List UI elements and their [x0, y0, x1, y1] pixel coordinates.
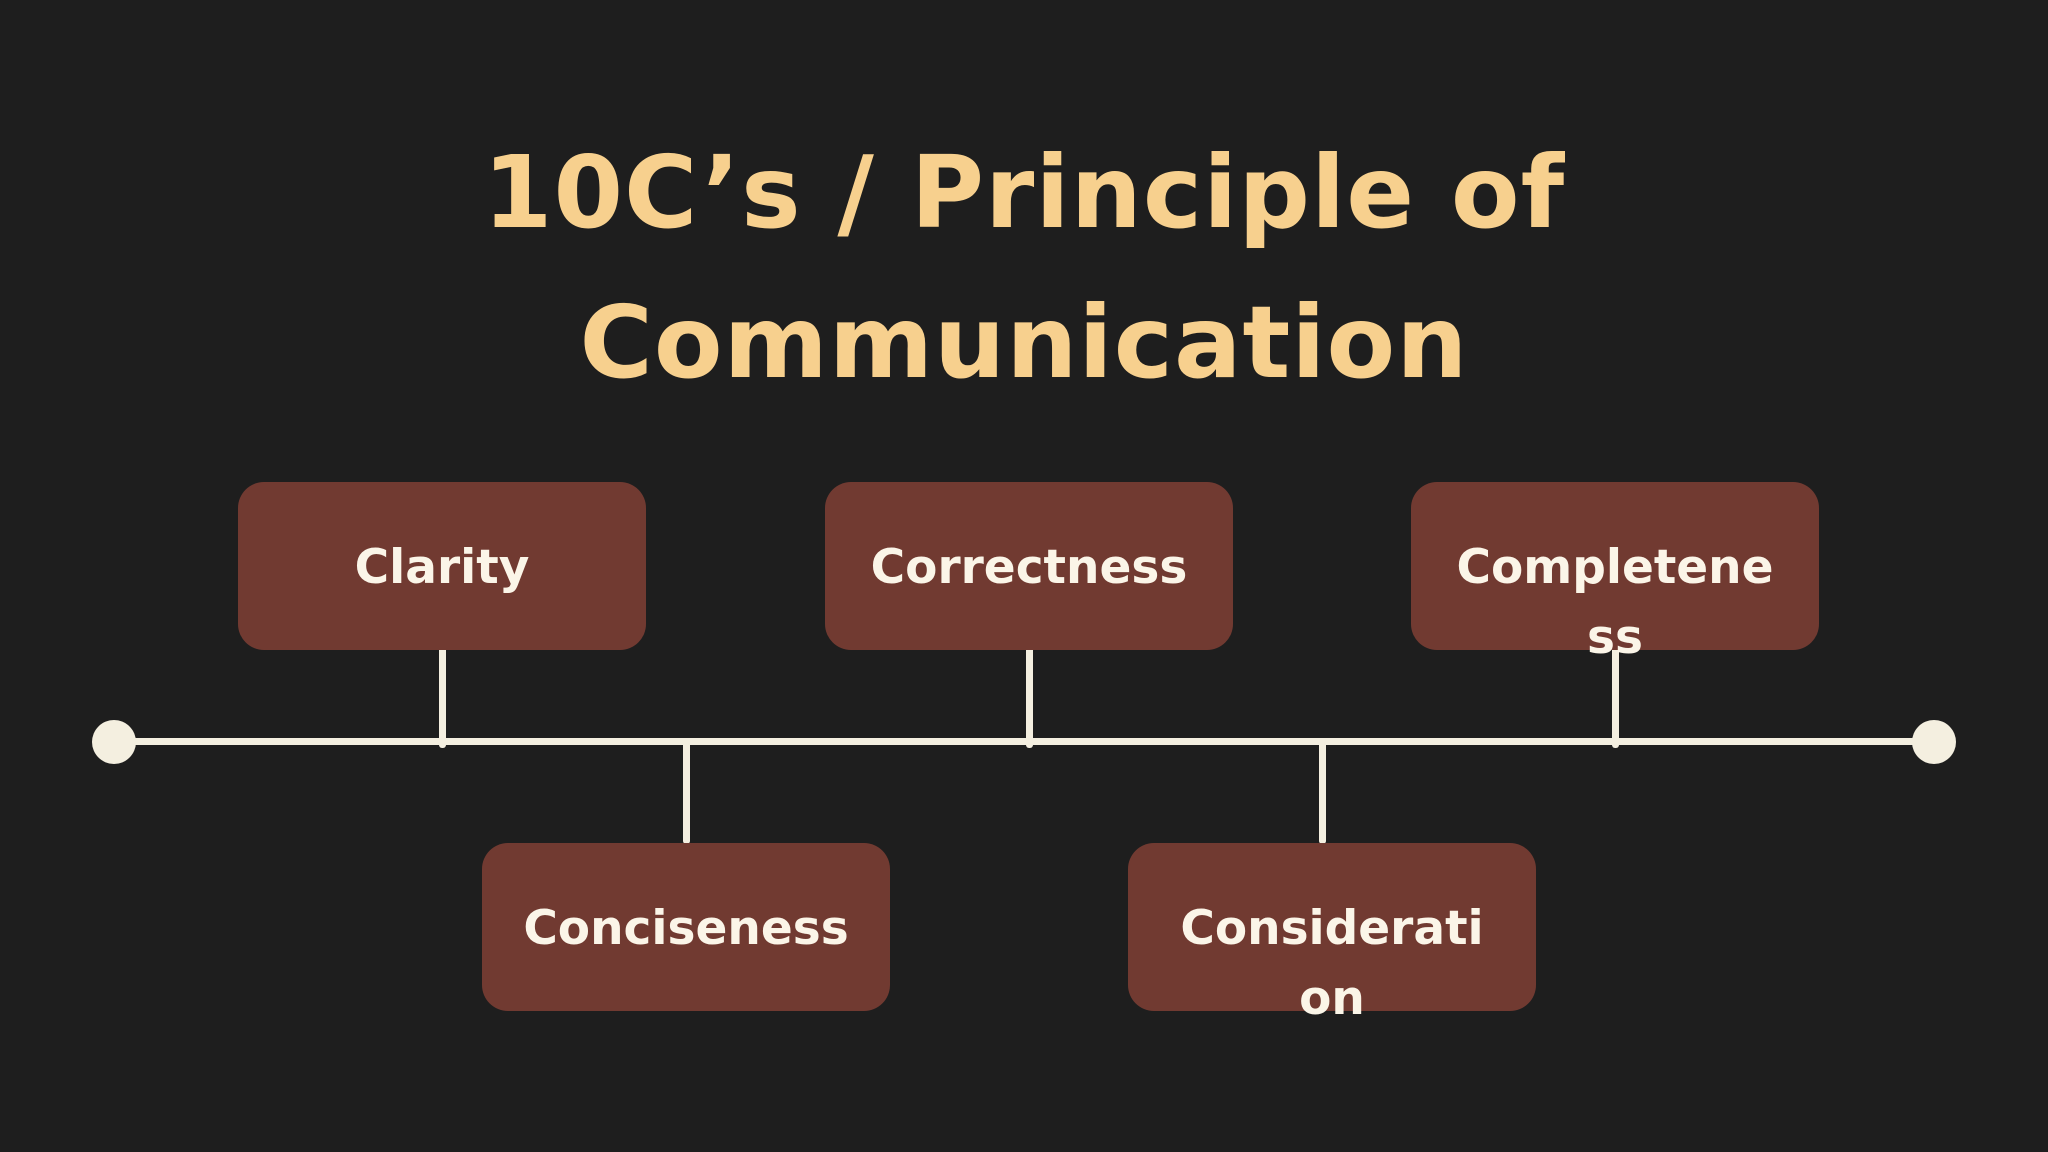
- connector-correctness: [1026, 645, 1033, 748]
- timeline-end-dot: [1912, 720, 1956, 764]
- timeline-line: [114, 738, 1934, 745]
- principle-label-clarity: Clarity: [354, 540, 530, 595]
- principle-label-consideration: Consideration: [1180, 901, 1484, 1026]
- principle-label-correctness: Correctness: [870, 540, 1188, 595]
- principle-label-conciseness: Conciseness: [523, 901, 849, 956]
- principle-box-clarity: Clarity: [238, 482, 646, 650]
- page-title: 10C’s / Principle of Communication: [374, 118, 1674, 418]
- title-line-2: Communication: [579, 284, 1469, 401]
- connector-completeness: [1612, 645, 1619, 748]
- principle-box-completeness: Completeness: [1411, 482, 1819, 665]
- principle-box-consideration: Consideration: [1128, 843, 1536, 1026]
- title-line-1: 10C’s / Principle of: [482, 134, 1566, 251]
- principle-box-conciseness: Conciseness: [482, 843, 890, 1011]
- connector-conciseness: [683, 741, 690, 844]
- principle-label-completeness: Completeness: [1456, 540, 1774, 665]
- principle-box-correctness: Correctness: [825, 482, 1233, 650]
- connector-clarity: [439, 645, 446, 748]
- timeline-start-dot: [92, 720, 136, 764]
- connector-consideration: [1319, 741, 1326, 844]
